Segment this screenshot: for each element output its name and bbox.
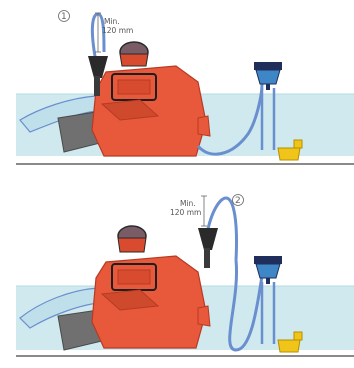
panel-number-1: 1 [59,11,70,23]
height-label-line2: 120 mm [170,208,201,217]
svg-text:1: 1 [61,12,67,22]
height-label-line1: Min. [180,199,196,208]
height-marker: Min. 120 mm [170,196,207,226]
marine-engine-icon [92,42,210,156]
panel-2: Min. 120 mm 2 [16,195,354,357]
panel-1: Min. 120 mm 1 [16,11,354,165]
panel-number-2: 2 [233,195,244,207]
svg-text:2: 2 [235,196,241,206]
height-label-line1: Min. [104,17,120,26]
marine-engine-icon [92,226,210,348]
height-label-line2: 120 mm [102,26,133,35]
